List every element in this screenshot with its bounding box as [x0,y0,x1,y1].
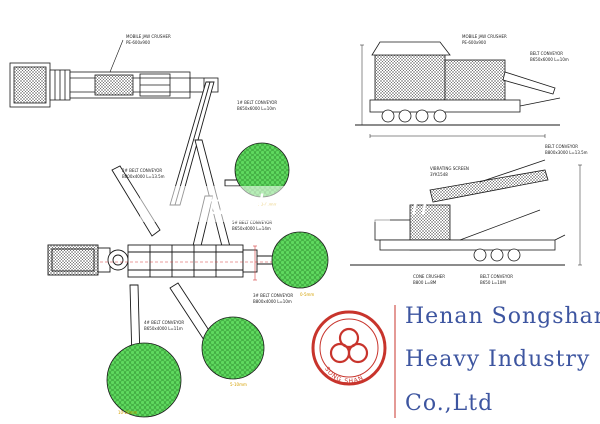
pile-label-right: 0-5mm [300,292,314,297]
side2-label-2: 3YK1548 [430,172,448,177]
side1-label-4: B650x6000 L=10m [530,57,569,62]
stockpile-bottom-middle [201,316,265,380]
stockpiles [106,142,329,418]
conveyor-4-label: 4# BELT CONVEYOR [144,320,184,325]
conveyor-3-label: 3# BELT CONVEYOR [253,293,293,298]
side2-label-4: B800x3000 L=13.5m [545,150,588,155]
leader-line [109,39,124,73]
conveyor-3-spec: B800x4000 L=10m [253,299,292,304]
pile-label-bottom-left: 10-20mm [118,410,138,415]
conveyor-2-label: 2# BELT CONVEYOR [122,168,162,173]
conveyor-1-label: 1# BELT CONVEYOR [237,100,277,105]
side2-label-6: B800 L=8M [413,280,437,285]
conveyor-2-spec: B800x4000 L=13.5m [122,174,165,179]
logo-emblem-icon [329,327,369,364]
side2-label-7: BELT CONVEYOR [480,274,513,279]
top-view-label-2: PE-600x900 [126,40,150,45]
company-name-line-3: Co.,Ltd [405,391,494,416]
side-view-screen-cone [350,159,566,266]
side-view-1-dimensions [360,44,546,138]
conveyor-1-spec: B650x6000 L=10m [237,106,276,111]
side1-label-1: MOBILE JAW CRUSHER [462,34,507,39]
pile-label-bottom-middle: 5-10mm [230,382,247,387]
side-view-jaw-crusher [355,41,561,126]
stockpile-right [271,231,329,289]
side2-label-8: B650 L=10M [480,280,506,285]
watermark-text: trade.china.com [208,190,428,221]
side1-label-2: PE-600x900 [462,40,486,45]
watermark: trade.china.com [140,186,428,222]
top-view-jaw-crusher-trailer [9,62,219,108]
conveyor-5-label: 5# BELT CONVEYOR [232,220,272,225]
side1-label-3: BELT CONVEYOR [530,51,563,56]
conveyor-5-spec: B650x4000 L=14m [232,226,271,231]
top-view-screen-trailer [47,244,258,278]
songshan-logo: SONG SHAN [311,310,387,386]
conveyor-4-spec: B650x4000 L=11m [144,326,183,331]
side2-label-5: CONE CRUSHER [413,274,445,279]
top-view-label-1: MOBILE JAW CRUSHER [126,34,171,39]
red-dimension-lines [100,245,300,281]
company-name-line-2: Heavy Industry [405,347,591,372]
stockpile-bottom-left [106,342,182,418]
company-name-line-1: Henan Songshan [405,304,600,329]
side2-label-3: BELT CONVEYOR [545,144,578,149]
side2-label-1: VIBRATING SCREEN [430,166,469,171]
side-view-2-dimensions [578,164,582,266]
